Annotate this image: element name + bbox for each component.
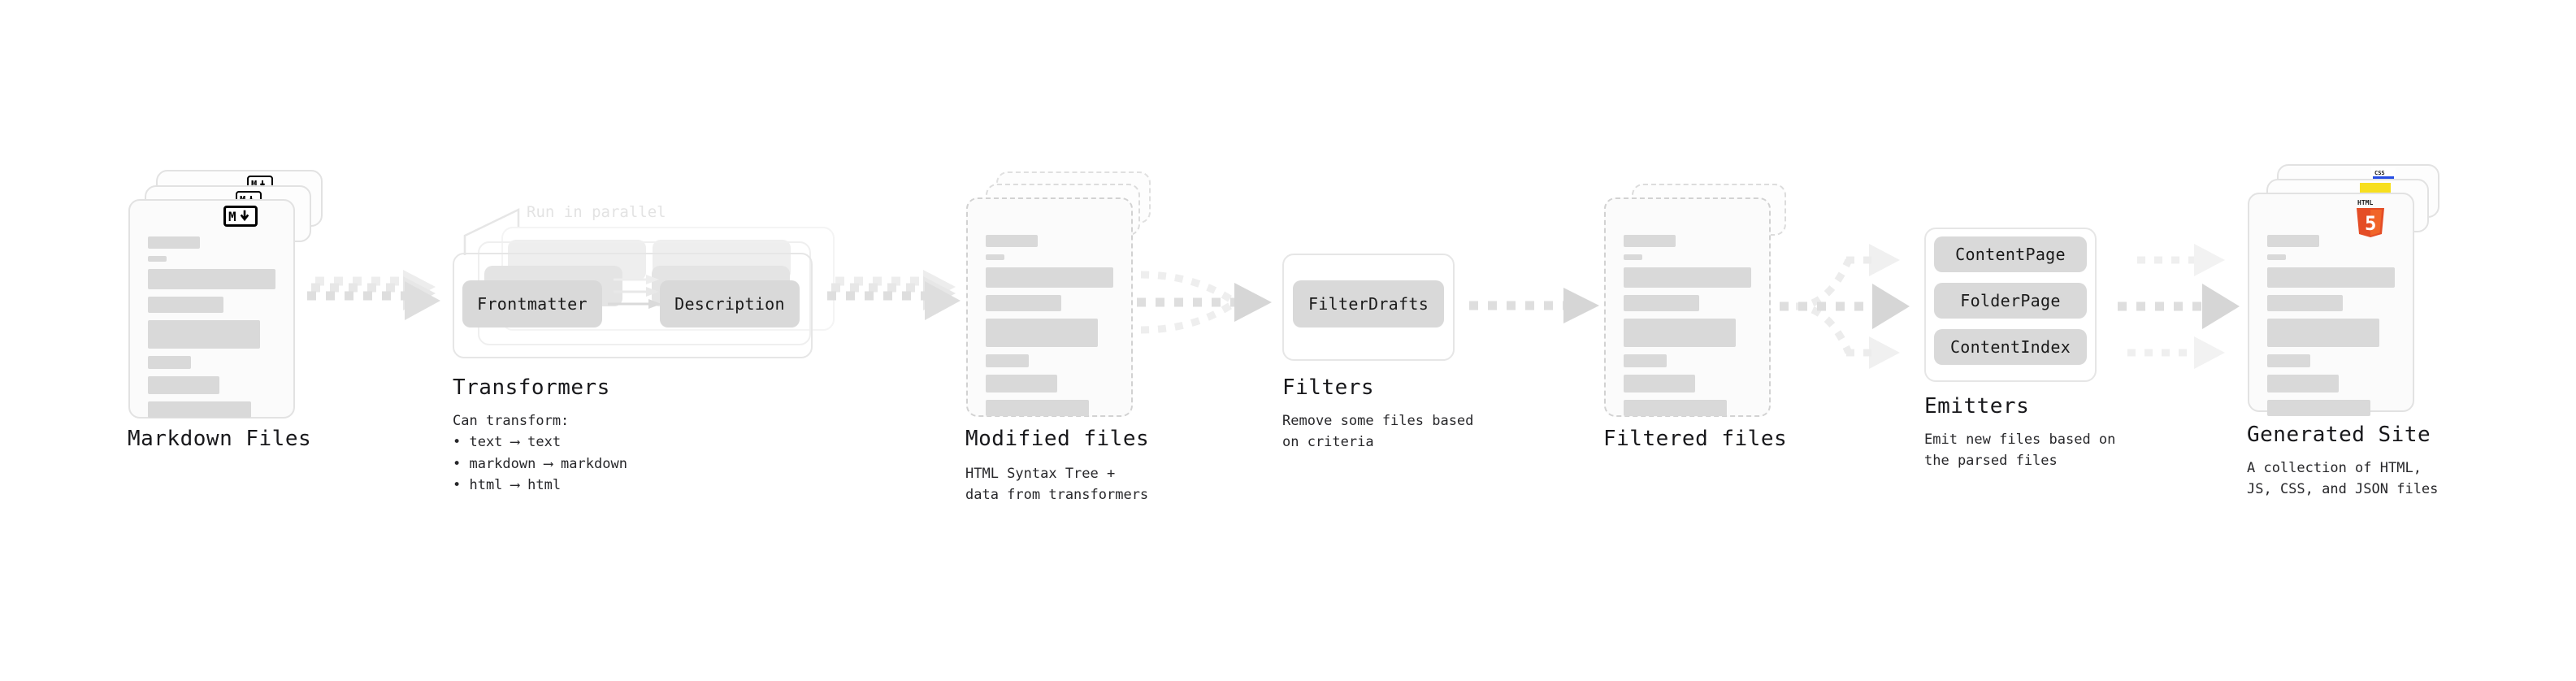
doc-line bbox=[986, 235, 1038, 247]
svg-text:M: M bbox=[228, 210, 236, 223]
doc-line bbox=[148, 236, 200, 249]
svg-text:M: M bbox=[251, 179, 257, 189]
modified-files-subtitle: HTML Syntax Tree + data from transformer… bbox=[965, 466, 1149, 504]
filtered-doc-lines bbox=[1624, 235, 1751, 423]
arrow-track-lower bbox=[1140, 301, 1235, 334]
transformer-node-description[interactable]: Description bbox=[660, 280, 800, 327]
transformers-subtitle: Can transform: • text ⟶ text • markdown … bbox=[453, 413, 627, 494]
doc-line bbox=[1624, 319, 1737, 347]
doc-line bbox=[1624, 354, 1667, 367]
html5-badge-icon: HTML 5 bbox=[2353, 197, 2388, 238]
doc-line bbox=[986, 319, 1099, 347]
filters-title: Filters bbox=[1282, 375, 1375, 400]
emitter-node-contentindex[interactable]: ContentIndex bbox=[1934, 329, 2087, 365]
transformer-inner-arrow-ghost-1 bbox=[614, 287, 659, 297]
connector-transformers-to-modified bbox=[827, 270, 961, 320]
emitter-node-folderpage[interactable]: FolderPage bbox=[1934, 283, 2087, 319]
arrow-head-upper bbox=[1869, 244, 1900, 276]
doc-line bbox=[1624, 235, 1676, 247]
doc-line bbox=[2267, 319, 2380, 347]
doc-line bbox=[148, 376, 219, 394]
doc-line bbox=[148, 401, 252, 418]
connector-emitters-to-site bbox=[2118, 244, 2240, 369]
arrow-head-lower bbox=[1869, 336, 1900, 369]
run-in-parallel-bracket bbox=[463, 208, 520, 255]
generated-site-card-front bbox=[2248, 193, 2414, 416]
generated-site-title: Generated Site bbox=[2247, 423, 2431, 447]
markdown-file-card-front bbox=[128, 199, 295, 419]
doc-line bbox=[986, 267, 1113, 288]
doc-line bbox=[2267, 400, 2371, 416]
modified-files-title: Modified files bbox=[965, 427, 1150, 451]
svg-text:HTML: HTML bbox=[2357, 199, 2373, 206]
filter-node-filterdrafts[interactable]: FilterDrafts bbox=[1293, 280, 1444, 327]
doc-line bbox=[1624, 254, 1642, 260]
doc-line bbox=[148, 256, 167, 262]
arrow-head-main bbox=[2202, 284, 2240, 329]
arrow-head-main bbox=[1563, 288, 1599, 323]
connector-modified-to-filters bbox=[1137, 271, 1272, 334]
arrow-head-main bbox=[925, 281, 961, 320]
doc-line bbox=[986, 400, 1090, 416]
css3-glyph: CSS bbox=[2373, 170, 2394, 179]
doc-line bbox=[1624, 375, 1695, 393]
doc-line bbox=[1624, 295, 1699, 311]
modified-file-card-front bbox=[966, 197, 1133, 417]
arrow-track-upper bbox=[1795, 258, 1853, 310]
doc-line bbox=[1624, 400, 1728, 416]
arrow-head-upper bbox=[2194, 244, 2225, 276]
doc-line bbox=[2267, 375, 2339, 393]
filtered-files-title: Filtered files bbox=[1603, 427, 1788, 451]
doc-line bbox=[1624, 267, 1751, 288]
doc-line bbox=[986, 254, 1004, 260]
doc-line bbox=[986, 375, 1057, 393]
doc-line bbox=[2267, 354, 2311, 367]
markdown-logo-icon: M bbox=[223, 206, 258, 227]
transformer-inner-arrow-ghost-2 bbox=[614, 275, 659, 284]
doc-line bbox=[2267, 254, 2286, 260]
doc-line bbox=[148, 269, 275, 289]
arrow-head-main bbox=[1872, 284, 1910, 329]
doc-line bbox=[986, 354, 1030, 367]
doc-line bbox=[148, 356, 192, 369]
generated-site-subtitle: A collection of HTML, JS, CSS, and JSON … bbox=[2247, 460, 2439, 498]
arrow-head-lower bbox=[2194, 336, 2225, 369]
modified-doc-lines bbox=[986, 235, 1113, 423]
markdown-files-title: Markdown Files bbox=[128, 427, 312, 451]
css3-badge-icon: CSS bbox=[2371, 167, 2396, 180]
arrow-track-upper bbox=[1140, 271, 1235, 304]
arrow-track-lower bbox=[1795, 302, 1853, 354]
transformer-node-frontmatter[interactable]: Frontmatter bbox=[462, 280, 602, 327]
doc-line bbox=[148, 320, 261, 349]
generated-site-doc-lines bbox=[2267, 235, 2395, 423]
doc-line bbox=[2267, 235, 2319, 247]
connector-filtered-to-emitters bbox=[1780, 244, 1910, 369]
bracket-path bbox=[463, 208, 520, 255]
doc-line bbox=[2267, 295, 2343, 311]
transformers-box bbox=[453, 253, 813, 358]
emitters-title: Emitters bbox=[1924, 394, 2030, 419]
doc-line bbox=[148, 297, 223, 313]
doc-line bbox=[2267, 267, 2395, 288]
transformers-title: Transformers bbox=[453, 375, 610, 400]
transformer-inner-arrow-main bbox=[608, 299, 661, 309]
svg-text:CSS: CSS bbox=[2374, 170, 2385, 176]
filters-box bbox=[1282, 254, 1455, 361]
arrow-head-main bbox=[1234, 283, 1272, 322]
connector-markdown-to-transformers bbox=[307, 270, 440, 320]
emitter-node-contentpage[interactable]: ContentPage bbox=[1934, 236, 2087, 272]
markdown-doc-lines bbox=[148, 236, 275, 425]
arrow-head-main bbox=[405, 281, 440, 320]
connector-filters-to-filtered bbox=[1469, 288, 1599, 323]
emitters-subtitle: Emit new files based on the parsed files bbox=[1924, 432, 2116, 470]
filtered-file-card-front bbox=[1604, 197, 1771, 417]
doc-line bbox=[986, 295, 1061, 311]
filters-subtitle: Remove some files based on criteria bbox=[1282, 413, 1474, 451]
svg-text:5: 5 bbox=[2365, 212, 2376, 235]
markdown-glyph: M bbox=[228, 210, 249, 223]
emitters-box bbox=[1924, 228, 2097, 382]
run-in-parallel-label: Run in parallel bbox=[527, 203, 666, 221]
html5-glyph: HTML 5 bbox=[2357, 199, 2384, 237]
